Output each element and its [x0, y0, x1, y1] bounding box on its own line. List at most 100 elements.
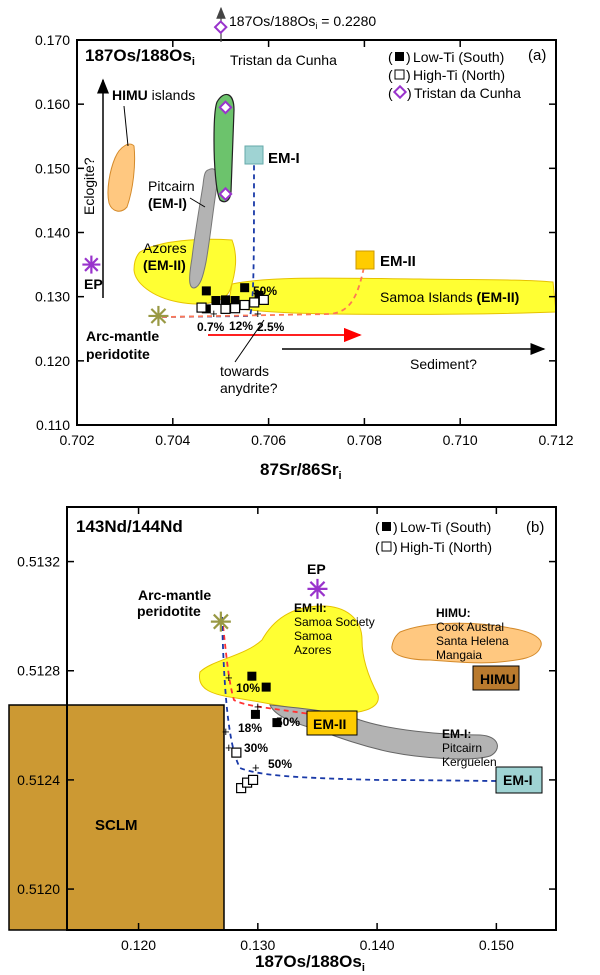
data-point-low-ti — [220, 295, 230, 305]
mix-label: 18% — [238, 721, 262, 735]
field-label-em2-b: EM-II: — [294, 601, 327, 615]
field-label-line: Azores — [294, 643, 331, 657]
y-tick-label: 0.120 — [35, 353, 70, 369]
svg-text:(: ( — [388, 67, 393, 83]
field-label-line: Mangaia — [436, 648, 482, 662]
x-tick-label: 0.120 — [121, 937, 156, 953]
data-point-high-ti — [258, 294, 269, 305]
svg-text:): ) — [393, 539, 398, 555]
y-tick-label: 0.5120 — [17, 881, 60, 897]
svg-text:+: + — [254, 306, 262, 321]
star-ray — [84, 257, 99, 272]
field-tristan — [213, 93, 235, 203]
mixing-curve-em2-a — [161, 261, 366, 318]
y-tick-label: 0.110 — [36, 417, 70, 433]
x-tick-label: 0.712 — [538, 432, 573, 448]
data-point-high-ti — [231, 747, 242, 758]
x-tick-label: 0.140 — [360, 937, 395, 953]
star-ray — [213, 613, 229, 630]
field-label-em1-b: EM-I: — [442, 727, 471, 741]
legend-label: High-Ti (North) — [400, 539, 492, 555]
y-tick-label: 0.170 — [35, 32, 70, 48]
data-point-tristan — [213, 20, 228, 35]
svg-text:): ) — [407, 85, 412, 101]
panel-label-b: (b) — [526, 519, 544, 536]
star-ray — [150, 308, 167, 324]
mix-label: 50% — [276, 715, 300, 729]
x-tick-label: 0.710 — [443, 432, 478, 448]
mix-label: 2.5% — [257, 320, 285, 334]
endmember-label: EM-I — [503, 772, 533, 788]
field-himu — [107, 143, 136, 212]
legend-a: () Low-Ti (South) () High-Ti (North) () … — [388, 49, 521, 101]
svg-text:(: ( — [375, 539, 380, 555]
field-label-sclm: SCLM — [95, 817, 138, 834]
svg-text:+: + — [252, 760, 260, 775]
endmember-box-em1-a — [244, 145, 264, 165]
mix-label: 10% — [236, 681, 260, 695]
field-label-line: Samoa — [294, 629, 332, 643]
data-point-high-ti — [196, 302, 207, 313]
y-axis-title-a: 187Os/188Osi — [85, 46, 195, 68]
field-label-samoa: Samoa Islands (EM-II) — [380, 289, 519, 305]
endmember-label: EP — [84, 276, 103, 292]
svg-text:): ) — [406, 49, 411, 65]
y-tick-label: 0.5132 — [17, 554, 60, 570]
legend-label: High-Ti (North) — [413, 67, 505, 83]
field-label-himu: HIMU islands — [112, 87, 195, 103]
field-himu-b — [391, 622, 542, 664]
svg-text:+: + — [225, 670, 233, 685]
y-tick-label: 0.5128 — [17, 663, 60, 679]
svg-text:): ) — [406, 67, 411, 83]
legend-label: Low-Ti (South) — [413, 49, 504, 65]
field-em2-b — [198, 605, 379, 714]
y-tick-label: 0.140 — [35, 225, 70, 241]
svg-text:(: ( — [388, 85, 393, 101]
mix-label: 30% — [244, 741, 268, 755]
data-point-tristan — [218, 100, 233, 115]
annotation-os-value: 187Os/188Osi = 0.2280 — [229, 13, 376, 31]
field-label-line: Samoa Society — [294, 615, 375, 629]
data-point-low-ti — [272, 718, 282, 728]
data-point-low-ti — [201, 286, 211, 296]
panel-label-a: (a) — [528, 47, 546, 64]
data-point-low-ti — [240, 283, 250, 293]
mix-label: 12% — [229, 319, 253, 333]
field-label-pitcairn: Pitcairn — [148, 178, 195, 194]
data-point-high-ti — [220, 303, 231, 314]
annotation-anydrite-2: anydrite? — [220, 380, 278, 396]
endmember-label: peridotite — [86, 346, 150, 362]
svg-text:+: + — [210, 306, 218, 321]
x-tick-label: 0.708 — [347, 432, 382, 448]
svg-text:+: + — [254, 699, 262, 714]
field-label-azores-em: (EM-II) — [143, 257, 186, 273]
data-point-low-ti — [247, 671, 257, 681]
endmember-label: Arc-mantle — [86, 328, 159, 344]
svg-text:(: ( — [388, 49, 393, 65]
data-point-low-ti — [230, 296, 240, 306]
field-sclm — [8, 704, 225, 931]
svg-text:): ) — [393, 519, 398, 535]
mixing-curve-em2-b — [221, 616, 311, 715]
legend-b: () Low-Ti (South) () High-Ti (North) — [375, 519, 492, 555]
star-ep-a — [82, 255, 101, 274]
data-point-high-ti — [229, 303, 241, 314]
endmember-box-em2-b — [306, 710, 358, 736]
mixing-curve-em1-b — [221, 616, 501, 782]
star-ray — [309, 581, 326, 597]
field-label-azores: Azores — [143, 240, 187, 256]
endmember-label: EM-II — [380, 253, 416, 270]
endmember-label: EM-I — [268, 150, 300, 167]
data-point-tristan — [218, 186, 233, 202]
x-tick-label: 0.130 — [240, 937, 275, 953]
y-tick-label: 0.160 — [35, 96, 70, 112]
endmember-box-em2-a — [355, 250, 375, 270]
field-label-line: Cook Austral — [436, 620, 504, 634]
data-point-high-ti — [236, 782, 247, 794]
star-arc-a — [148, 305, 169, 326]
data-point-high-ti — [247, 774, 259, 786]
data-point-high-ti — [249, 297, 260, 308]
